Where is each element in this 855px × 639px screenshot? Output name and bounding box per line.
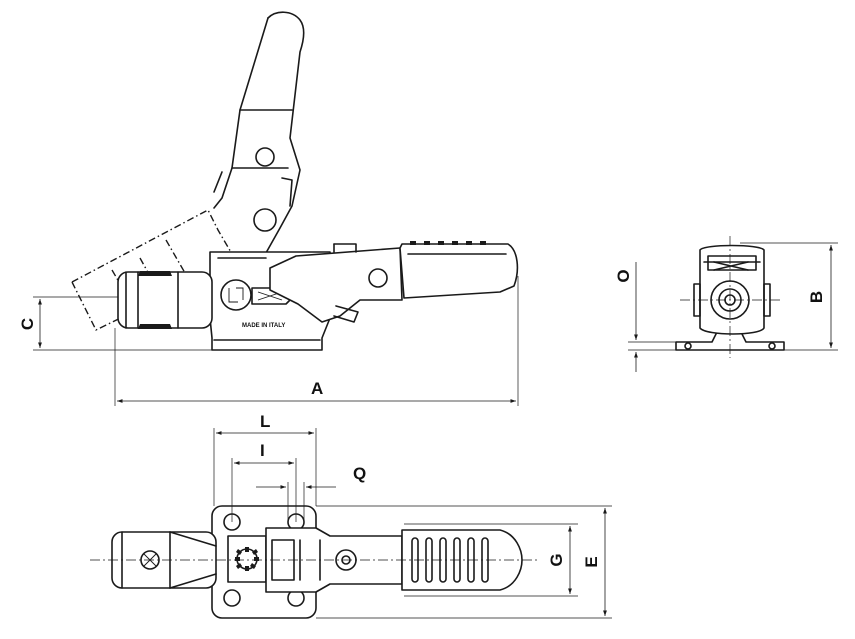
dimension-b: B <box>740 242 838 351</box>
dimension-q: Q <box>256 464 366 522</box>
label-a: A <box>311 379 323 398</box>
label-l: L <box>260 412 270 431</box>
label-e: E <box>582 556 601 567</box>
lever-top <box>265 527 523 593</box>
label-b: B <box>807 291 826 303</box>
dimension-o: O <box>614 262 678 372</box>
label-o: O <box>614 269 633 282</box>
lever-arm <box>269 243 403 323</box>
label-i: I <box>260 441 265 460</box>
dimension-c: C <box>18 296 212 351</box>
handle-grip <box>399 241 519 299</box>
label-c: C <box>18 318 37 330</box>
side-view: MADE IN ITALY <box>18 11 519 406</box>
raised-handle <box>213 11 305 261</box>
dimension-e: E <box>316 505 612 619</box>
end-view: B O <box>614 236 838 372</box>
logo-block <box>227 535 267 583</box>
dimension-l: L <box>213 412 317 506</box>
made-in-italy-marking: MADE IN ITALY <box>242 323 285 329</box>
top-view: L I Q G E <box>90 412 612 619</box>
plunger-rod <box>117 271 213 329</box>
label-g: G <box>547 553 566 566</box>
dimension-g: G <box>404 523 578 597</box>
dimension-a: A <box>114 276 519 406</box>
dimension-i: I <box>231 441 297 522</box>
label-q: Q <box>353 464 366 483</box>
